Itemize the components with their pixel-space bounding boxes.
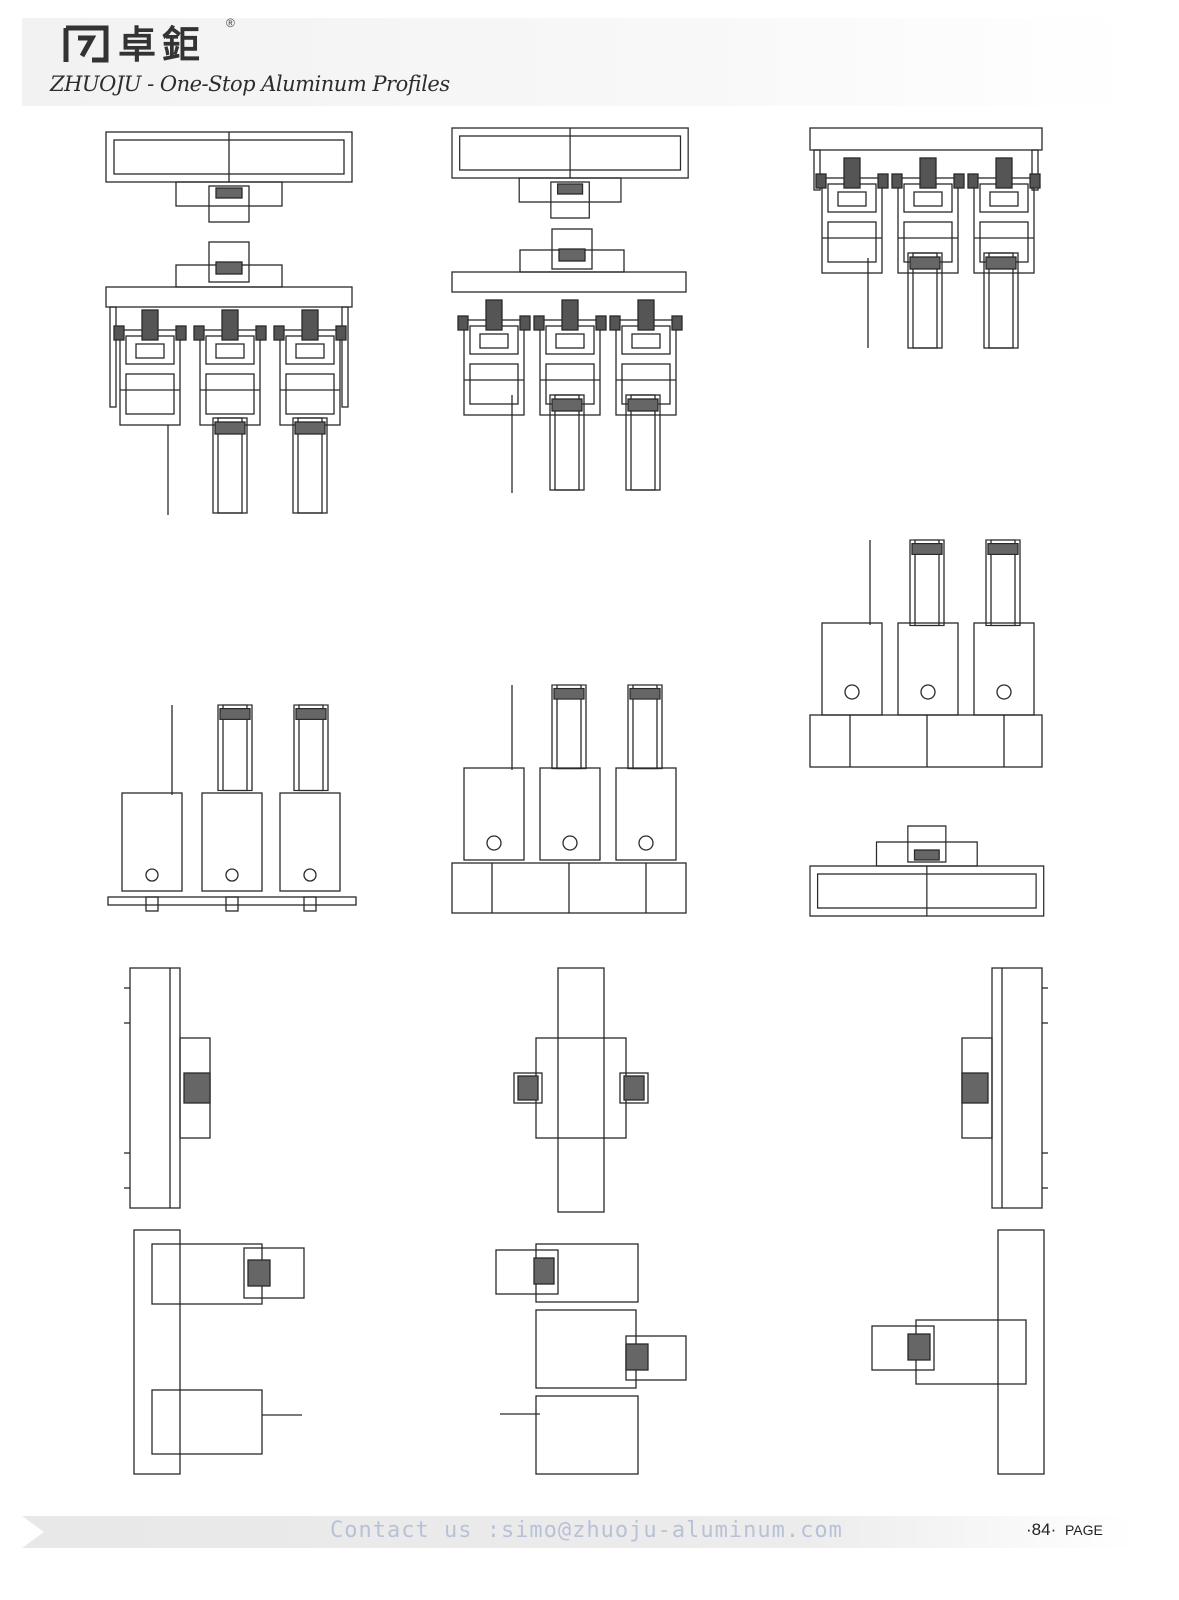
section-frame-right [809,127,1043,349]
section-top-left [105,131,353,223]
page-label: PAGE [1065,1522,1103,1538]
section-top-middle [451,127,689,219]
section-sill-left [107,704,357,912]
brand-name: 卓鉅 [118,22,207,67]
registered-mark: ® [226,16,235,30]
section-frame-left [105,241,353,515]
contact-text: Contact us :simo@zhuoju-aluminum.com [330,1518,843,1543]
section-sill-middle [451,684,687,914]
section-bottom-right [809,825,1045,917]
mullion-center [513,967,649,1213]
jamb-center [495,1243,687,1475]
header-band [22,18,1134,106]
mullion-right [961,967,1049,1209]
mullion-left [123,967,211,1209]
brand-tagline: ZHUOJU - One-Stop Aluminum Profiles [50,72,450,96]
jamb-right [871,1229,1045,1475]
brand-logo-icon [63,25,109,63]
footer-arrow-icon [22,1516,44,1548]
section-sill-right [809,539,1043,768]
section-frame-middle [451,228,687,493]
footer-band [22,1516,1134,1548]
jamb-left [133,1229,305,1475]
page-number: ·84· [1026,1520,1057,1539]
